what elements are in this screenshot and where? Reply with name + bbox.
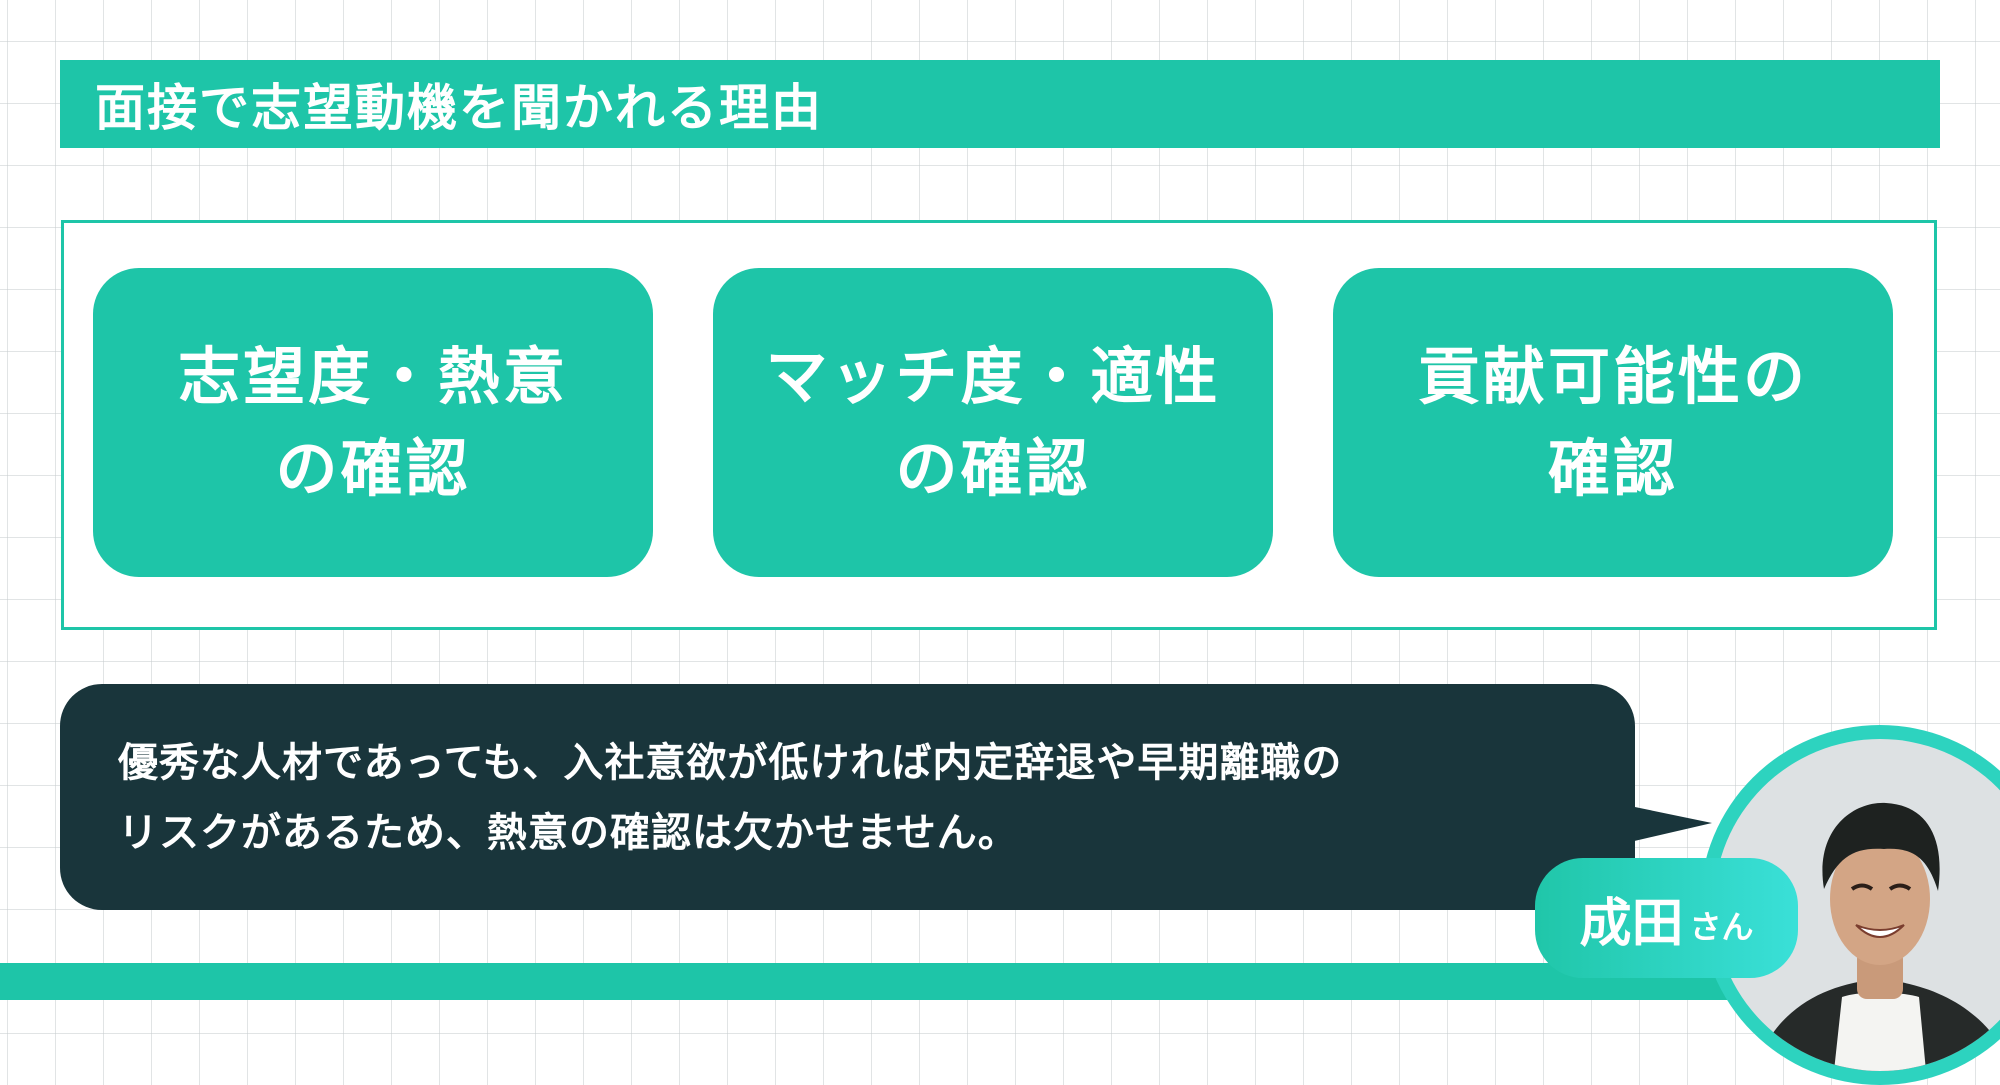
- title-bar: 面接で志望動機を聞かれる理由: [60, 60, 1940, 148]
- speaker-honorific: さん: [1689, 908, 1754, 946]
- reason-card-fit: マッチ度・適性 の確認: [713, 268, 1273, 577]
- reason-card-label: マッチ度・適性 の確認: [765, 339, 1221, 505]
- reason-card-label: 志望度・熱意 の確認: [177, 339, 568, 505]
- speech-bubble: 優秀な人材であっても、入社意欲が低ければ内定辞退や早期離職の リスクがあるため、…: [60, 684, 1635, 910]
- speaker-name: 成田: [1579, 893, 1684, 954]
- reason-card-enthusiasm: 志望度・熱意 の確認: [93, 268, 653, 577]
- reason-card-label: 貢献可能性の 確認: [1417, 339, 1808, 505]
- speech-bubble-text: 優秀な人材であっても、入社意欲が低ければ内定辞退や早期離職の リスクがあるため、…: [118, 740, 1343, 856]
- speaker-name-badge: 成田 さん: [1535, 858, 1798, 978]
- reasons-container: 志望度・熱意 の確認 マッチ度・適性 の確認 貢献可能性の 確認: [61, 220, 1937, 630]
- speech-bubble-tail-icon: [1630, 806, 1712, 842]
- reason-card-contribution: 貢献可能性の 確認: [1333, 268, 1893, 577]
- page-title: 面接で志望動機を聞かれる理由: [95, 79, 823, 137]
